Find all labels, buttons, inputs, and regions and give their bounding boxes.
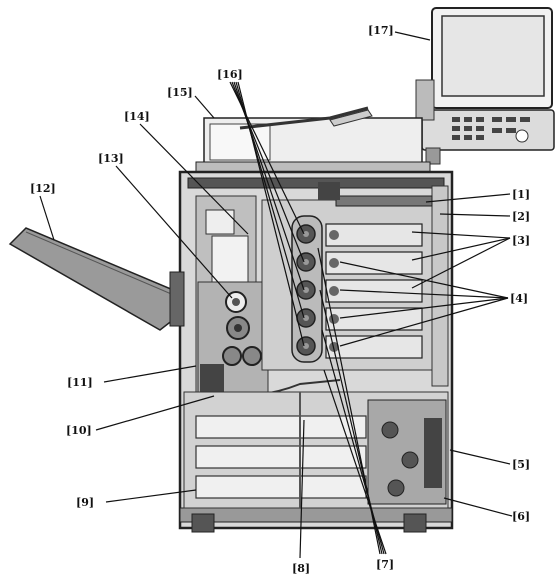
- leader-lines: [39, 31, 513, 559]
- paper-feed-area: [183, 391, 449, 509]
- label-15: [15]: [167, 86, 193, 99]
- monitor-arm: [415, 79, 435, 121]
- label-11: [11]: [67, 376, 93, 389]
- label-16: [16]: [217, 68, 243, 81]
- label-9: [9]: [76, 496, 94, 509]
- label-8: [8]: [292, 562, 310, 575]
- label-4: [4]: [510, 292, 528, 305]
- callout-labels: [17] [15] [16] [14] [13] [12] [1] [2] [3…: [30, 24, 530, 575]
- label-3: [3]: [512, 234, 530, 247]
- label-10: [10]: [66, 424, 92, 437]
- label-7: [7]: [376, 558, 394, 571]
- output-tray: [8, 227, 185, 331]
- label-12: [12]: [30, 182, 56, 195]
- operation-keypad: [421, 109, 555, 151]
- label-14: [14]: [124, 110, 150, 123]
- label-2: [2]: [512, 210, 530, 223]
- document-feeder: [195, 106, 431, 175]
- label-5: [5]: [512, 458, 530, 471]
- label-1: [1]: [512, 188, 530, 201]
- label-6: [6]: [512, 510, 530, 523]
- label-17: [17]: [368, 24, 394, 37]
- label-13: [13]: [98, 152, 124, 165]
- control-panel-monitor: [415, 7, 555, 165]
- monitor-screen: [441, 15, 545, 97]
